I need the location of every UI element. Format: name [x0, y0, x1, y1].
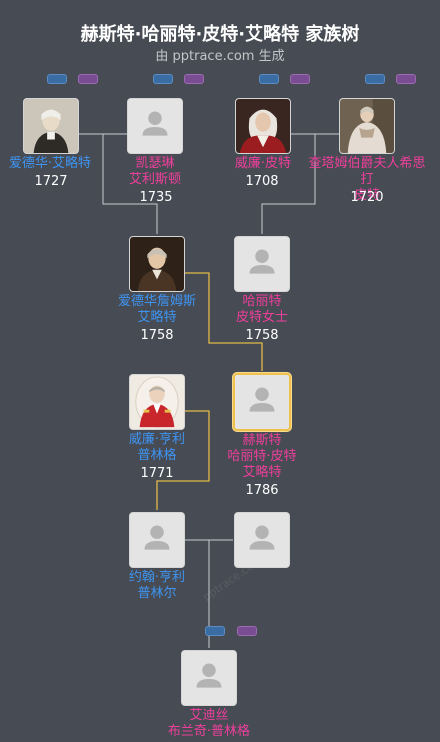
- avatar-edith-blanche-pringle[interactable]: [181, 650, 237, 706]
- blue-tag-icon[interactable]: [259, 74, 279, 84]
- person-name[interactable]: 约翰·亨利 普林尔: [128, 570, 186, 601]
- person-name[interactable]: 威廉·皮特: [234, 156, 292, 171]
- person-name[interactable]: 爱德华詹姆斯 艾略特: [117, 294, 196, 325]
- person-name[interactable]: 威廉·亨利 普林格: [128, 432, 186, 463]
- page-subtitle: 由 pptrace.com 生成: [155, 49, 285, 64]
- purple-tag-icon[interactable]: [78, 74, 98, 84]
- purple-tag-icon[interactable]: [237, 626, 257, 636]
- blue-tag-icon[interactable]: [47, 74, 67, 84]
- blue-tag-icon[interactable]: [153, 74, 173, 84]
- avatar-catherine-elliston[interactable]: [127, 98, 183, 154]
- avatar-william-henry-pringle[interactable]: [129, 374, 185, 430]
- portrait-image: [130, 375, 184, 429]
- birth-year: 1786: [245, 483, 279, 498]
- blue-tag-icon[interactable]: [365, 74, 385, 84]
- avatar-william-pitt[interactable]: [235, 98, 291, 154]
- avatar-lady-harriet-pitt[interactable]: [234, 236, 290, 292]
- birth-year: 1720: [350, 190, 384, 205]
- avatar-john-henry-pringle[interactable]: [129, 512, 185, 568]
- person-name[interactable]: 艾迪丝 布兰奇·普林格: [167, 708, 251, 739]
- avatar-hester-pitt[interactable]: [339, 98, 395, 154]
- avatar-unnamed-spouse[interactable]: [234, 512, 290, 568]
- avatar-edward-eliot[interactable]: [23, 98, 79, 154]
- birth-year: 1758: [140, 328, 174, 343]
- birth-year: 1758: [245, 328, 279, 343]
- person-name[interactable]: 哈丽特 皮特女士: [235, 294, 288, 325]
- avatar-edward-james-eliot[interactable]: [129, 236, 185, 292]
- person-silhouette-icon: [249, 387, 275, 412]
- blue-tag-icon[interactable]: [205, 626, 225, 636]
- birth-year: 1735: [139, 190, 173, 205]
- portrait-image: [340, 99, 394, 153]
- birth-year: 1708: [245, 174, 279, 189]
- person-name[interactable]: 赫斯特 哈丽特·皮特 艾略特: [227, 433, 297, 480]
- portrait-image: [24, 99, 78, 153]
- person-name[interactable]: 查塔姆伯爵夫人希思打 皮特: [308, 156, 426, 203]
- page-title: 赫斯特·哈丽特·皮特·艾略特 家族树: [80, 24, 360, 45]
- person-silhouette-icon: [249, 249, 275, 274]
- person-name[interactable]: 爱德华·艾略特: [8, 156, 92, 171]
- person-silhouette-icon: [142, 111, 168, 136]
- person-silhouette-icon: [144, 525, 170, 550]
- portrait-image: [130, 237, 184, 291]
- birth-year: 1727: [34, 174, 68, 189]
- person-silhouette-icon: [249, 525, 275, 550]
- person-silhouette-icon: [196, 663, 222, 688]
- purple-tag-icon[interactable]: [184, 74, 204, 84]
- portrait-image: [236, 99, 290, 153]
- purple-tag-icon[interactable]: [290, 74, 310, 84]
- birth-year: 1771: [140, 466, 174, 481]
- purple-tag-icon[interactable]: [396, 74, 416, 84]
- person-name[interactable]: 凯瑟琳 艾利斯顿: [128, 156, 181, 187]
- avatar-hester-harriet-pitt-eliot[interactable]: [233, 373, 291, 431]
